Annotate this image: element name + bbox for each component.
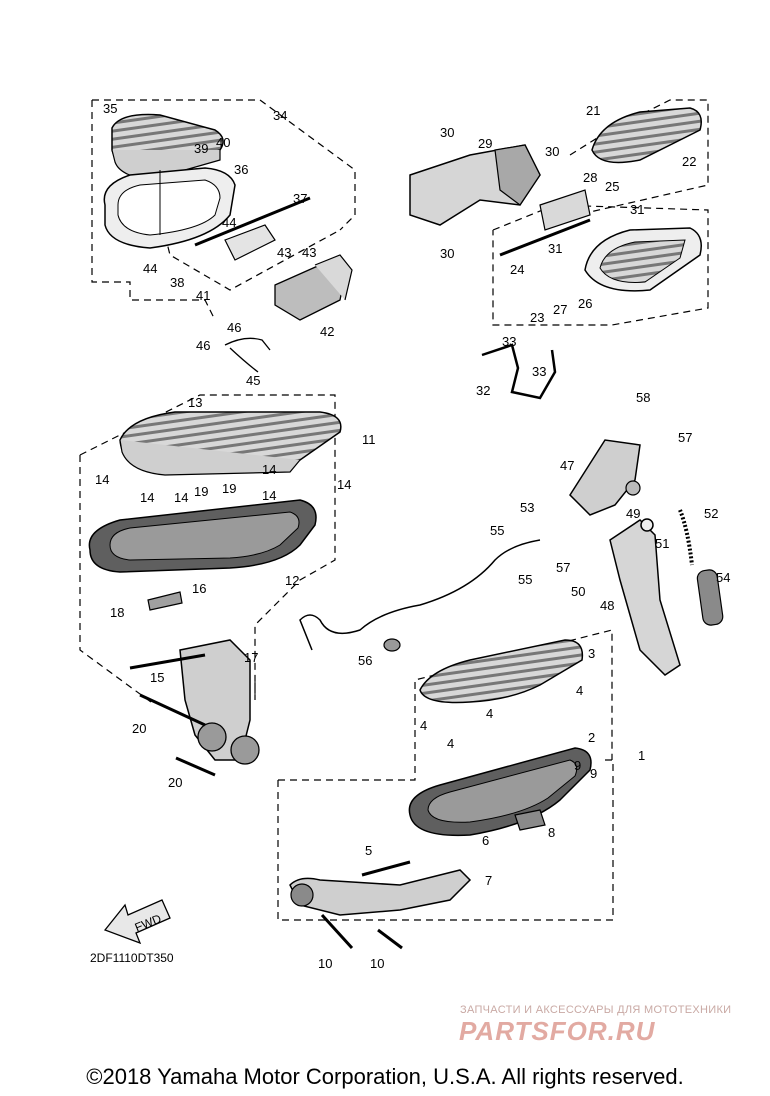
callout-44b: 44 xyxy=(143,261,157,276)
callout-47: 47 xyxy=(560,458,574,473)
callout-34: 34 xyxy=(273,108,287,123)
callout-4: 4 xyxy=(576,683,583,698)
callout-58: 58 xyxy=(636,390,650,405)
callout-4b: 4 xyxy=(420,718,427,733)
callout-51: 51 xyxy=(655,536,669,551)
callout-8: 8 xyxy=(548,825,555,840)
callout-4d: 4 xyxy=(447,736,454,751)
fwd-arrow-icon: FWD xyxy=(103,899,171,945)
callout-9: 9 xyxy=(574,758,581,773)
callout-19: 19 xyxy=(194,484,208,499)
callout-50: 50 xyxy=(571,584,585,599)
callout-55b: 55 xyxy=(518,572,532,587)
callout-52: 52 xyxy=(704,506,718,521)
callout-21: 21 xyxy=(586,103,600,118)
callout-9b: 9 xyxy=(590,766,597,781)
callout-49: 49 xyxy=(626,506,640,521)
callout-3: 3 xyxy=(588,646,595,661)
callout-32: 32 xyxy=(476,383,490,398)
callout-35: 35 xyxy=(103,101,117,116)
callout-46: 46 xyxy=(227,320,241,335)
callout-31b: 31 xyxy=(548,241,562,256)
callout-36: 36 xyxy=(234,162,248,177)
callout-labels: 1 2 3 4 4 4 4 5 6 7 8 9 9 10 10 11 12 13… xyxy=(95,101,730,971)
callout-10b: 10 xyxy=(370,956,384,971)
callout-1: 1 xyxy=(638,748,645,763)
callout-56: 56 xyxy=(358,653,372,668)
sidestand-assembly xyxy=(299,439,724,676)
callout-40: 40 xyxy=(216,135,230,150)
diagram-code: 2DF1110DT350 xyxy=(90,951,174,965)
callout-7: 7 xyxy=(485,873,492,888)
callout-26: 26 xyxy=(578,296,592,311)
callout-30b: 30 xyxy=(545,144,559,159)
callout-43b: 43 xyxy=(302,245,316,260)
group-1-assembly xyxy=(277,629,614,950)
callout-17: 17 xyxy=(244,650,258,665)
callout-28: 28 xyxy=(583,170,597,185)
callout-18: 18 xyxy=(110,605,124,620)
callout-42: 42 xyxy=(320,324,334,339)
callout-29: 29 xyxy=(478,136,492,151)
callout-15: 15 xyxy=(150,670,164,685)
callout-16: 16 xyxy=(192,581,206,596)
callout-25: 25 xyxy=(605,179,619,194)
callout-57b: 57 xyxy=(556,560,570,575)
callout-39: 39 xyxy=(194,141,208,156)
callout-54: 54 xyxy=(716,570,730,585)
callout-14c: 14 xyxy=(174,490,188,505)
callout-20: 20 xyxy=(132,721,146,736)
callout-53: 53 xyxy=(520,500,534,515)
callout-14b: 14 xyxy=(140,490,154,505)
callout-14d: 14 xyxy=(262,462,276,477)
callout-30c: 30 xyxy=(440,246,454,261)
callout-22: 22 xyxy=(682,154,696,169)
callout-19b: 19 xyxy=(222,481,236,496)
callout-30: 30 xyxy=(440,125,454,140)
callout-14e: 14 xyxy=(262,488,276,503)
callout-33b: 33 xyxy=(532,364,546,379)
callout-55: 55 xyxy=(490,523,504,538)
callout-10: 10 xyxy=(318,956,332,971)
callout-11: 11 xyxy=(362,432,376,447)
callout-13: 13 xyxy=(188,395,202,410)
watermark-logo: PARTSFOR.RU xyxy=(459,1016,656,1046)
callout-5: 5 xyxy=(365,843,372,858)
copyright-footer: ©2018 Yamaha Motor Corporation, U.S.A. A… xyxy=(86,1064,684,1089)
callout-6: 6 xyxy=(482,833,489,848)
group-21-assembly xyxy=(409,99,709,400)
callout-4c: 4 xyxy=(486,706,493,721)
callout-33: 33 xyxy=(502,334,516,349)
callout-46b: 46 xyxy=(196,338,210,353)
callout-45: 45 xyxy=(246,373,260,388)
callout-37: 37 xyxy=(293,191,307,206)
watermark-tagline: ЗАПЧАСТИ И АКСЕССУАРЫ ДЛЯ МОТОТЕХНИКИ xyxy=(460,1004,732,1016)
callout-57: 57 xyxy=(678,430,692,445)
group-11-assembly xyxy=(79,394,342,777)
callout-41: 41 xyxy=(196,288,210,303)
callout-43: 43 xyxy=(277,245,291,260)
callout-48: 48 xyxy=(600,598,614,613)
callout-14: 14 xyxy=(95,472,109,487)
callout-31: 31 xyxy=(630,202,644,217)
callout-24: 24 xyxy=(510,262,524,277)
group-34-assembly xyxy=(91,99,356,373)
callout-38: 38 xyxy=(170,275,184,290)
callout-2: 2 xyxy=(588,730,595,745)
callout-12: 12 xyxy=(285,573,299,588)
callout-23: 23 xyxy=(530,310,544,325)
callout-20b: 20 xyxy=(168,775,182,790)
callout-27: 27 xyxy=(553,302,567,317)
callout-14f: 14 xyxy=(337,477,351,492)
callout-44: 44 xyxy=(222,215,236,230)
